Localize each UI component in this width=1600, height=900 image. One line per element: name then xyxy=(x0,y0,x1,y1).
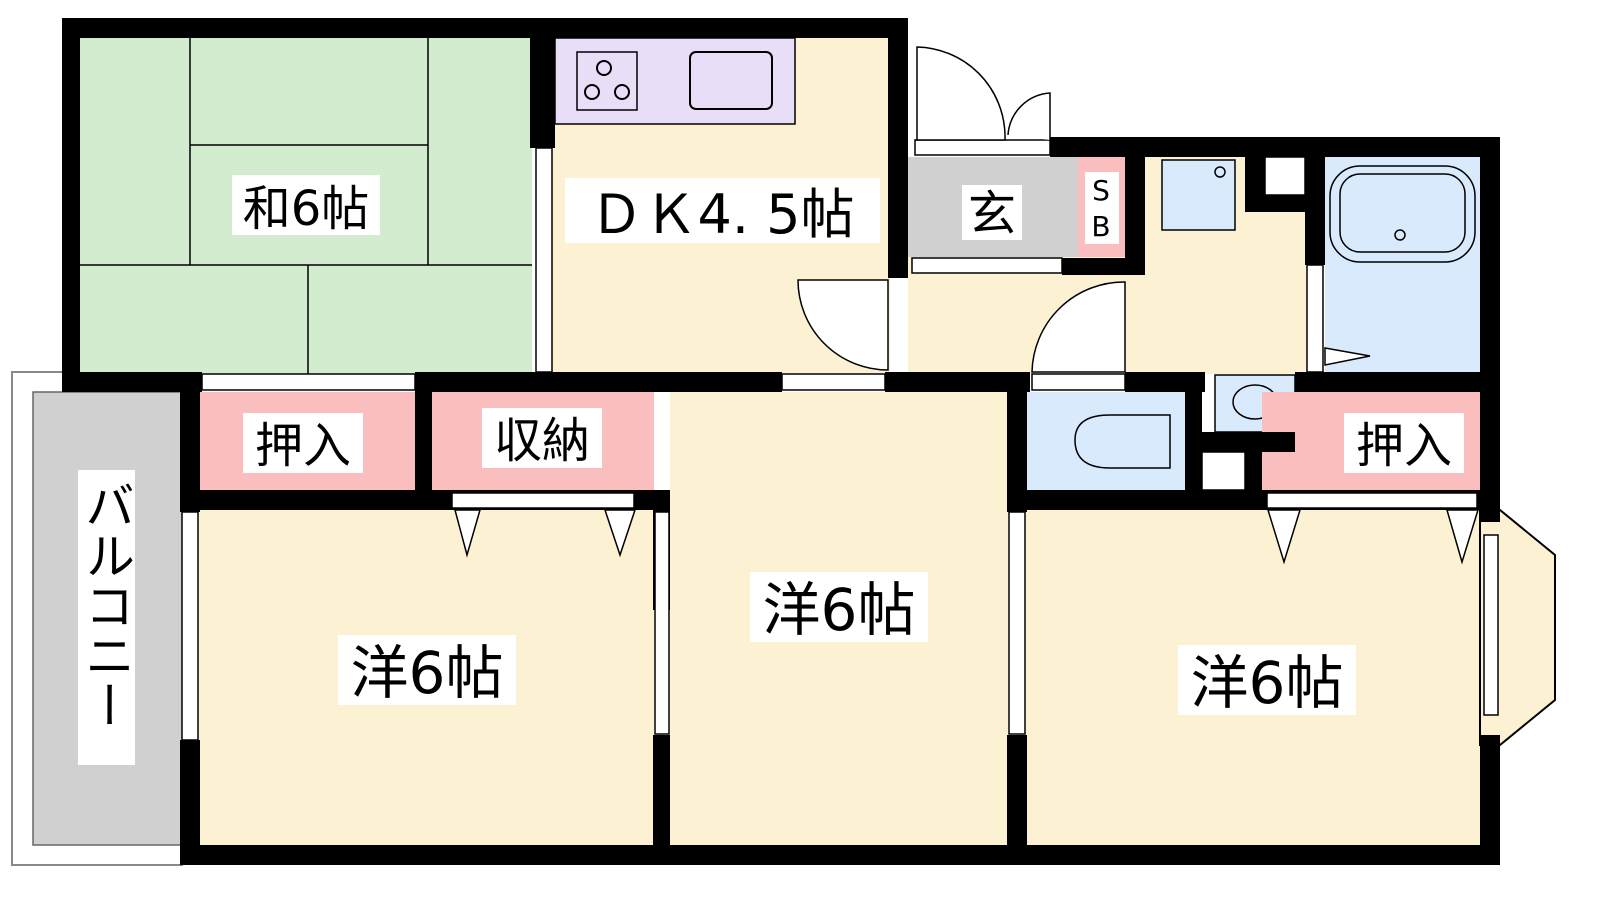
genkan-label: 玄 xyxy=(968,186,1016,242)
dk-label: ＤＫ4. 5帖 xyxy=(589,183,854,246)
stove-icon xyxy=(576,51,638,111)
balcony-label: バルコニー xyxy=(77,480,135,730)
toilet-room xyxy=(1027,392,1185,490)
washitsu-label: 和6帖 xyxy=(243,181,370,237)
oshiire-right-label: 押入 xyxy=(1356,418,1452,474)
toilet-icon xyxy=(1074,414,1171,469)
kitchen-counter xyxy=(554,37,796,125)
oshiire-left-label: 押入 xyxy=(255,418,351,474)
openings xyxy=(181,139,1499,741)
western-3-label: 洋6帖 xyxy=(1191,649,1344,717)
walls xyxy=(62,18,1500,865)
door-swings xyxy=(454,46,1480,565)
western-2-label: 洋6帖 xyxy=(763,576,916,644)
tatami-lines xyxy=(80,38,532,374)
shuno-label: 収納 xyxy=(494,413,590,469)
washer-space xyxy=(1161,159,1236,231)
bathroom xyxy=(1325,157,1480,372)
bathtub-icon xyxy=(1329,165,1476,263)
sb-label-top: S xyxy=(1092,174,1110,207)
sb-label-bottom: B xyxy=(1091,210,1110,243)
western-1-label: 洋6帖 xyxy=(351,639,504,707)
sink-icon xyxy=(689,51,773,110)
